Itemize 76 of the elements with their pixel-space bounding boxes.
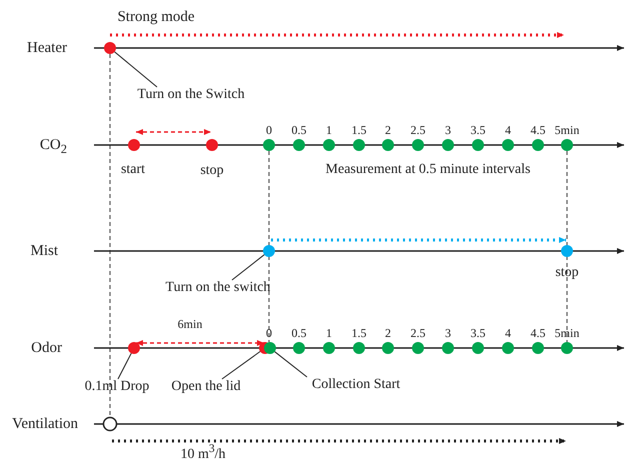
tick-label: 3.5 — [470, 325, 486, 341]
timing-dot — [293, 139, 305, 151]
tick-label: 4 — [505, 122, 511, 138]
timing-dot — [128, 342, 140, 354]
tick-label: 1 — [326, 325, 332, 341]
timing-dot — [293, 342, 305, 354]
note-text: Measurement at 0.5 minute intervals — [326, 162, 530, 178]
timing-dot — [353, 139, 365, 151]
mode-label: Strong mode — [117, 9, 195, 25]
tick-label: 2 — [385, 325, 391, 341]
tick-label: 3 — [445, 122, 451, 138]
timing-dot — [412, 139, 424, 151]
timing-dot — [263, 139, 275, 151]
duration-label: 6min — [178, 316, 202, 332]
row-label: Ventilation — [12, 416, 78, 432]
tick-label: 1 — [326, 122, 332, 138]
timing-dot — [206, 139, 218, 151]
row-label: Mist — [30, 243, 58, 259]
event-label: stop — [555, 265, 579, 281]
timing-dot — [532, 139, 544, 151]
tick-label: 2.5 — [410, 122, 426, 138]
duration-arrow — [136, 129, 211, 135]
timing-dot — [532, 342, 544, 354]
duration-arrow — [271, 237, 566, 243]
timing-dot — [442, 342, 454, 354]
tick-label: 1.5 — [352, 122, 366, 138]
timing-dot — [263, 245, 275, 257]
event-label: stop — [200, 163, 224, 179]
leader-line — [274, 351, 308, 378]
tick-label: 2 — [385, 122, 391, 138]
tick-label: 5min — [554, 122, 580, 138]
tick-label: 3 — [445, 325, 451, 341]
tick-label: 4 — [505, 325, 511, 341]
timing-dot — [561, 245, 573, 257]
leader-line — [222, 351, 261, 380]
tick-label: 0 — [266, 325, 272, 341]
callout-text: Turn on the Switch — [137, 87, 245, 103]
row-label: CO$_{2}$ — [40, 137, 67, 157]
timing-dot — [382, 139, 394, 151]
timing-dot — [264, 342, 276, 354]
timing-dot — [412, 342, 424, 354]
tick-label: 0.5 — [292, 122, 306, 138]
open-circle — [102, 416, 118, 432]
callout-text: Turn on the switch — [166, 280, 270, 296]
timing-dot — [561, 342, 573, 354]
timing-dot — [561, 139, 573, 151]
leader-line — [114, 51, 158, 88]
duration-arrow — [136, 340, 264, 346]
timing-dot — [502, 139, 514, 151]
tick-label: 0 — [266, 122, 272, 138]
timing-dot — [323, 342, 335, 354]
tick-label: 2.5 — [410, 325, 426, 341]
timing-dot — [472, 139, 484, 151]
timing-dot — [442, 139, 454, 151]
callout-text: Open the lid — [171, 379, 241, 395]
callout-text: 0.1ml Drop — [84, 379, 150, 395]
event-label: start — [120, 162, 146, 178]
tick-label: 3.5 — [470, 122, 486, 138]
timing-dot — [472, 342, 484, 354]
timing-dot — [382, 342, 394, 354]
timing-dot — [104, 42, 116, 54]
timing-dot — [502, 342, 514, 354]
timing-dot — [323, 139, 335, 151]
tick-label: 0.5 — [292, 325, 306, 341]
tick-label: 5min — [554, 325, 580, 341]
tick-label: 1.5 — [352, 325, 366, 341]
tick-label: 4.5 — [530, 122, 546, 138]
tick-label: 4.5 — [530, 325, 546, 341]
rate-label: 10 m$^{3}$/h — [180, 441, 226, 462]
leader-line — [232, 254, 265, 280]
callout-text: Collection Start — [312, 377, 400, 393]
row-label: Odor — [31, 340, 62, 356]
leader-line — [118, 352, 132, 380]
timing-dot — [128, 139, 140, 151]
row-label: Heater — [27, 40, 67, 56]
timing-dot — [353, 342, 365, 354]
